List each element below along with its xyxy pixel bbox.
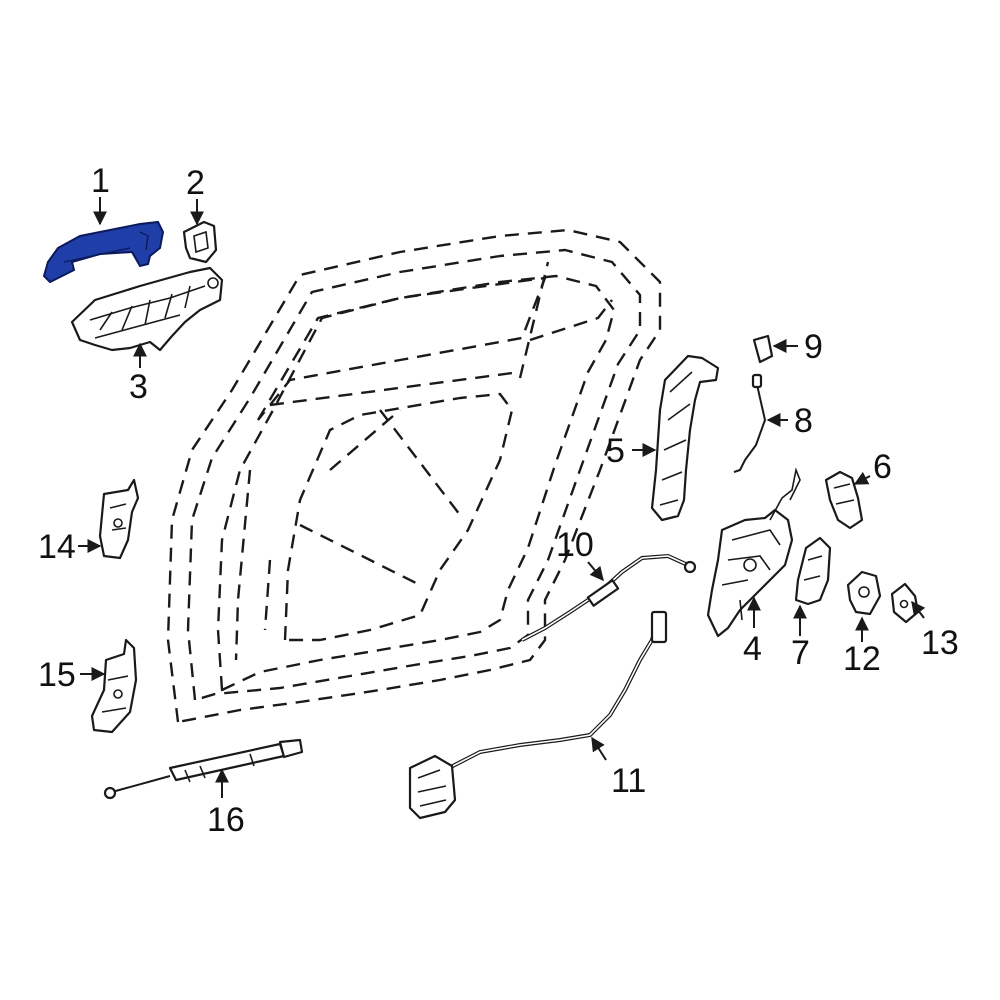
part-1-outside-door-handle[interactable] (42, 220, 165, 284)
callout-16[interactable]: 16 (207, 801, 245, 839)
part-15-lower-hinge[interactable] (90, 638, 138, 734)
callout-12[interactable]: 12 (843, 640, 881, 678)
part-11-lock-actuator-cable[interactable] (408, 610, 668, 820)
callout-5[interactable]: 5 (606, 432, 625, 470)
part-7-lock-bracket[interactable] (794, 536, 832, 606)
callout-14[interactable]: 14 (38, 528, 76, 566)
rear-door-outline (166, 228, 662, 724)
part-2-handle-cap[interactable] (182, 220, 218, 264)
part-5-lock-bracket[interactable] (650, 354, 720, 522)
callout-numbers: 1 2 3 4 5 6 7 8 9 10 11 12 13 14 15 16 (38, 162, 959, 839)
callout-13[interactable]: 13 (921, 624, 959, 662)
part-14-upper-hinge[interactable] (98, 478, 140, 560)
callout-15[interactable]: 15 (38, 656, 76, 694)
callout-leaders (78, 197, 926, 798)
callout-10[interactable]: 10 (556, 526, 594, 564)
callout-7[interactable]: 7 (791, 634, 810, 672)
part-3-handle-carrier[interactable] (70, 266, 224, 352)
callout-9[interactable]: 9 (804, 328, 823, 366)
part-13-retainer-plate[interactable] (890, 582, 920, 624)
part-10-release-cable[interactable] (521, 553, 697, 642)
callout-8[interactable]: 8 (794, 402, 813, 440)
part-6-lock-cover[interactable] (824, 470, 864, 530)
callout-11[interactable]: 11 (611, 762, 646, 800)
part-8-link-rod[interactable] (733, 373, 767, 473)
part-4-door-lock-actuator[interactable] (706, 467, 801, 638)
part-12-striker[interactable] (846, 570, 882, 616)
callout-3[interactable]: 3 (129, 368, 148, 406)
callout-4[interactable]: 4 (743, 630, 762, 668)
callout-1[interactable]: 1 (91, 162, 110, 200)
callout-2[interactable]: 2 (186, 164, 205, 202)
part-9-clip[interactable] (752, 334, 774, 364)
callout-6[interactable]: 6 (873, 448, 892, 486)
part-16-door-check-strut[interactable] (103, 738, 304, 800)
